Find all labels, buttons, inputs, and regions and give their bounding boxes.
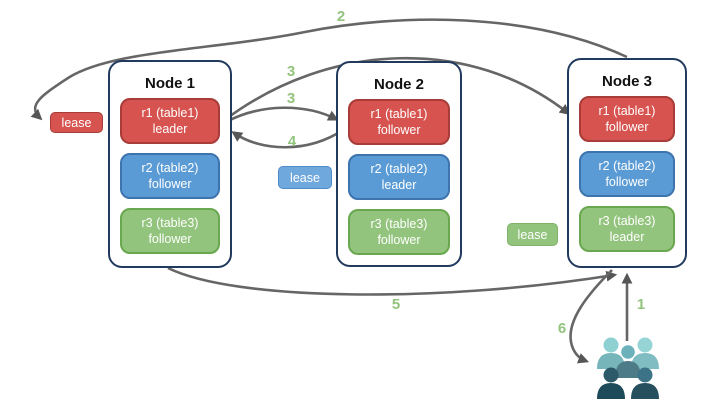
node1-r2-replica: r2 (table2) follower [120, 153, 220, 199]
r3-lease-badge: lease [507, 223, 558, 246]
step-label-6: 6 [557, 320, 567, 337]
step-3-arrow-to-node2 [225, 106, 339, 124]
step-label-3b: 3 [286, 90, 296, 107]
step-label-2: 2 [336, 8, 346, 25]
replica-role-label: follower [377, 123, 421, 137]
node1-r1-replica: r1 (table1) leader [120, 98, 220, 144]
step-5-arrow [167, 266, 618, 296]
replica-range-label: r2 (table2) [598, 158, 656, 173]
replica-range-label: r1 (table1) [141, 105, 199, 120]
replica-role-label: follower [605, 175, 649, 189]
step-3-arrow-to-node3 [225, 56, 571, 121]
replica-role-label: follower [148, 232, 192, 246]
r1-lease-badge: lease [50, 112, 103, 133]
person-icon [597, 337, 625, 369]
replica-range-label: r1 (table1) [598, 103, 656, 118]
step-label-5: 5 [391, 296, 401, 313]
node-1-box: Node 1 r1 (table1) leader r2 (table2) fo… [108, 60, 232, 268]
replica-range-label: r1 (table1) [370, 106, 428, 121]
step-2-arrow [30, 18, 628, 121]
node-2-title: Node 2 [373, 76, 424, 93]
node3-r2-replica: r2 (table2) follower [579, 151, 675, 197]
node2-r2-replica: r2 (table2) leader [348, 154, 450, 200]
replica-role-label: leader [381, 178, 417, 192]
node-3-title: Node 3 [601, 73, 652, 90]
step-label-3a: 3 [286, 63, 296, 80]
users-group-icon [597, 337, 659, 399]
node2-r1-replica: r1 (table1) follower [348, 99, 450, 145]
r2-lease-badge: lease [278, 166, 332, 189]
step-label-4: 4 [287, 133, 297, 150]
replica-role-label: follower [377, 233, 421, 247]
step-4-arrow [231, 128, 344, 149]
replica-range-label: r3 (table3) [598, 213, 656, 228]
replica-range-label: r3 (table3) [141, 215, 199, 230]
node3-r3-replica: r3 (table3) leader [579, 206, 675, 252]
node3-r1-replica: r1 (table1) follower [579, 96, 675, 142]
person-icon [615, 345, 641, 378]
person-icon [597, 367, 625, 399]
person-icon [631, 337, 659, 369]
replica-role-label: leader [152, 122, 188, 136]
node2-r3-replica: r3 (table3) follower [348, 209, 450, 255]
node-2-box: Node 2 r1 (table1) follower r2 (table2) … [336, 61, 462, 267]
replica-range-label: r2 (table2) [141, 160, 199, 175]
replica-range-label: r2 (table2) [370, 161, 428, 176]
node1-r3-replica: r3 (table3) follower [120, 208, 220, 254]
step-6-arrow [569, 269, 613, 364]
replica-role-label: follower [605, 120, 649, 134]
replica-role-label: leader [609, 230, 645, 244]
node-1-title: Node 1 [144, 75, 195, 92]
step-label-1: 1 [636, 296, 646, 313]
replica-role-label: follower [148, 177, 192, 191]
person-icon [631, 367, 659, 399]
node-3-box: Node 3 r1 (table1) follower r2 (table2) … [567, 58, 687, 268]
replica-range-label: r3 (table3) [370, 216, 428, 231]
